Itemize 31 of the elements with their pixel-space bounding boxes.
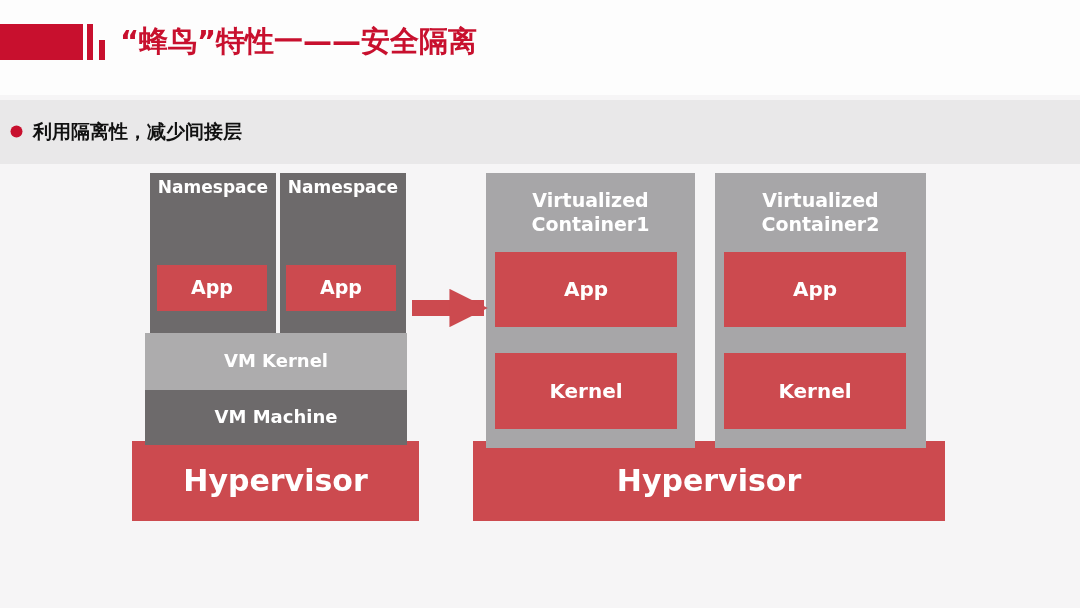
box-label: App <box>792 277 838 302</box>
hypervisor-layer <box>473 441 945 521</box>
app-box <box>157 265 267 311</box>
box-label: App <box>191 276 233 300</box>
container-box <box>715 173 926 448</box>
box-heading: Virtualized Container2 <box>760 188 881 237</box>
app-box <box>286 265 396 311</box>
kernel-box <box>495 353 677 429</box>
box-label: Hypervisor <box>183 462 368 500</box>
box-heading: Namespace <box>157 177 269 199</box>
container-box <box>486 173 695 448</box>
box-label: VM Kernel <box>224 350 328 373</box>
kernel-layer <box>145 333 407 390</box>
slide-title: “蜂鸟”特性一——安全隔离 <box>120 23 478 60</box>
box-label: App <box>320 276 362 300</box>
box-label: Kernel <box>549 378 623 404</box>
box-label: VM Machine <box>214 406 338 429</box>
app-box <box>724 252 906 327</box>
box-heading: Virtualized Container1 <box>530 188 651 237</box>
box-label: Hypervisor <box>616 462 802 500</box>
box-label: App <box>563 277 609 302</box>
machine-layer <box>145 390 407 445</box>
bullet-text: 利用隔离性，减少间接层 <box>33 119 242 144</box>
box-label: Kernel <box>778 378 852 404</box>
namespace-box <box>150 173 276 333</box>
kernel-box <box>724 353 906 429</box>
app-box <box>495 252 677 327</box>
hypervisor-layer <box>132 441 419 521</box>
namespace-box <box>280 173 406 333</box>
arrow <box>412 288 488 328</box>
box-heading: Namespace <box>287 177 399 199</box>
